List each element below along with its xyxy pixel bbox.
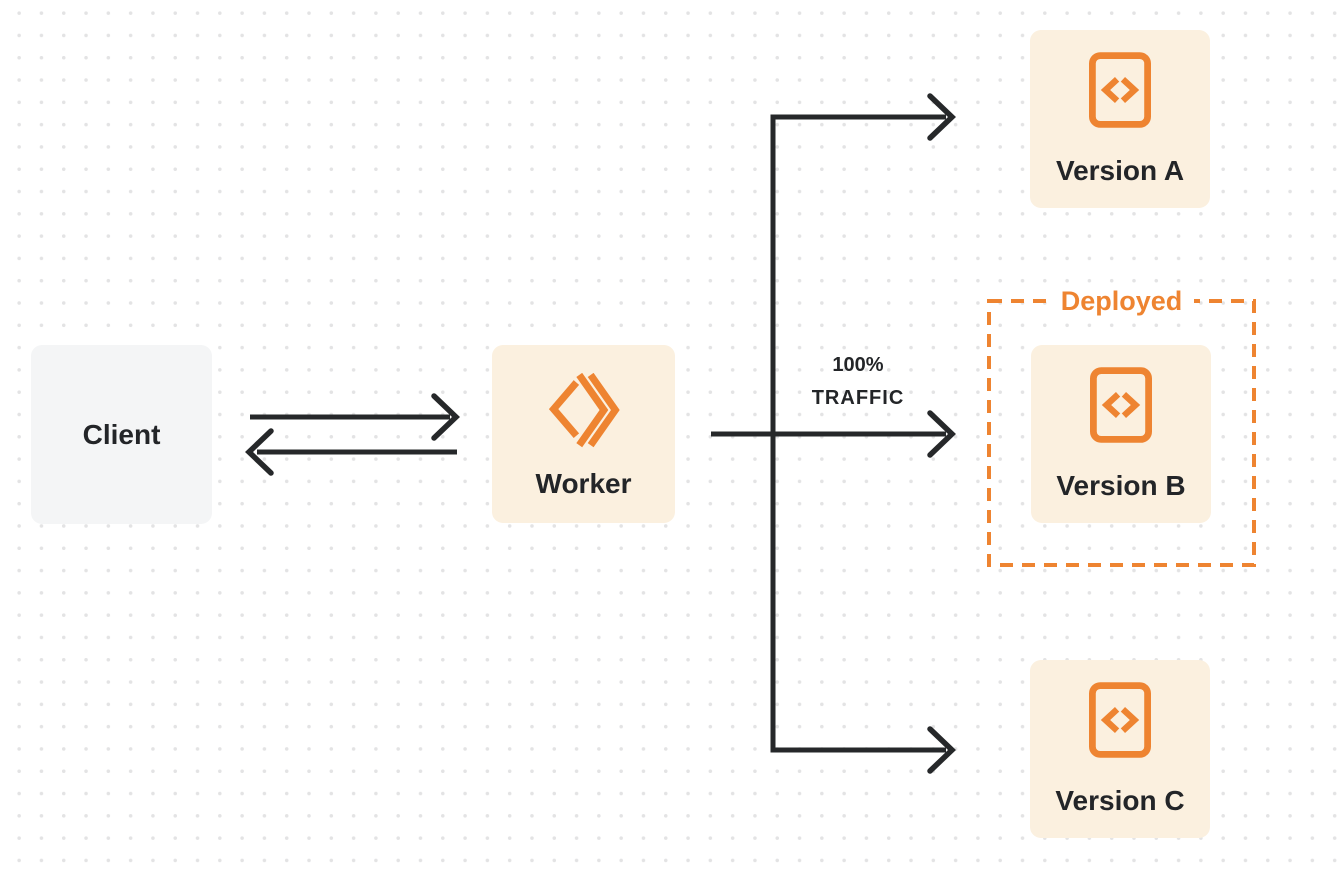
- version-c-label: Version C: [1055, 785, 1185, 816]
- version-b-label: Version B: [1056, 470, 1186, 501]
- deployed-text: Deployed: [1048, 287, 1195, 315]
- version-a-label: Version A: [1055, 155, 1185, 186]
- node-version-c: Version C: [1030, 660, 1210, 838]
- arrowhead-version-a: [927, 93, 956, 141]
- node-client: Client: [31, 345, 212, 524]
- workers-chevron-icon: [548, 373, 620, 448]
- traffic-word-text: TRAFFIC: [811, 387, 905, 409]
- arrowhead-version-b: [927, 410, 956, 458]
- node-worker: Worker: [492, 345, 675, 523]
- code-file-icon: [1089, 52, 1151, 128]
- worker-to-client-arrowhead: [245, 428, 274, 476]
- deployed-label: Deployed: [989, 287, 1254, 320]
- worker-label: Worker: [535, 468, 632, 499]
- traffic-label: 100% TRAFFIC: [778, 349, 938, 415]
- client-label: Client: [82, 418, 161, 450]
- node-version-a: Version A: [1030, 30, 1210, 208]
- client-to-worker-arrowhead: [431, 393, 460, 441]
- branch-line: [770, 114, 946, 753]
- code-file-icon: [1089, 682, 1151, 758]
- node-version-b: Version B: [1031, 345, 1211, 523]
- code-file-icon: [1090, 367, 1152, 443]
- traffic-percent-text: 100%: [832, 354, 884, 376]
- arrowhead-version-c: [927, 726, 956, 774]
